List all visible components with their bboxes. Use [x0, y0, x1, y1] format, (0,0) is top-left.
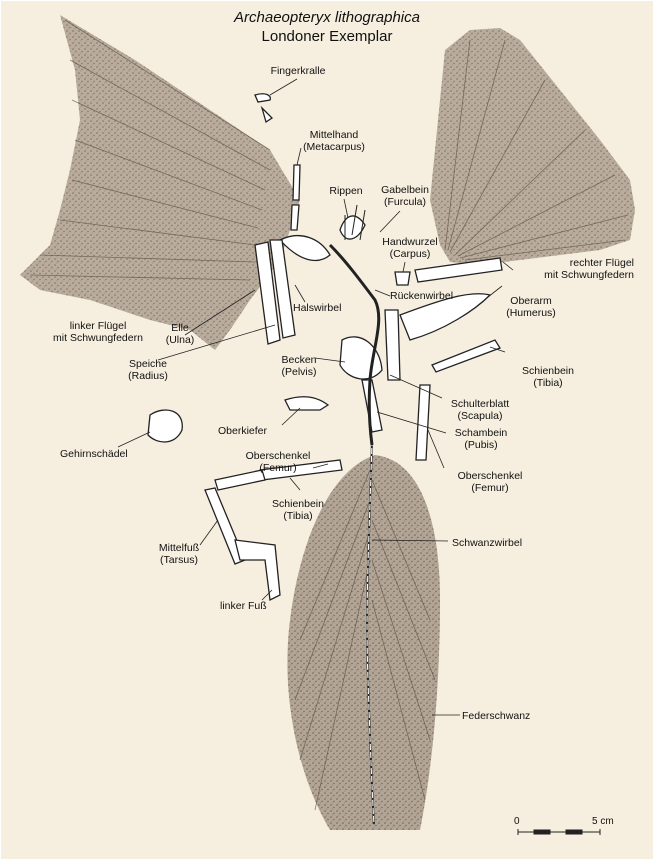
label-humerus-text: (Humerus) — [506, 307, 556, 319]
label-rechter-fluegel-text-1: rechter Flügel — [570, 257, 634, 269]
carpus-bone — [395, 272, 410, 285]
label-mittelhand-text: Mittelhand — [310, 129, 358, 141]
scale-start-label: 0 — [514, 816, 520, 827]
label-schulterblatt-text: Schulterblatt — [451, 398, 509, 410]
label-femur-rechts-text: (Femur) — [471, 482, 508, 494]
left-wing-feathers — [20, 15, 300, 350]
finger-claw-bone-2 — [262, 108, 272, 122]
label-femur-links-text: (Femur) — [259, 462, 296, 474]
label-oberschenkel-rechts-text: Oberschenkel — [458, 470, 523, 482]
label-oberschenkel-links-text: Oberschenkel — [246, 450, 311, 462]
label-schwanzwirbel: Schwanzwirbel — [452, 537, 522, 549]
finger-claw-bone — [255, 94, 270, 102]
label-federschwanz-text: Federschwanz — [462, 710, 530, 722]
label-linker-fluegel-text-1: linker Flügel — [70, 320, 127, 332]
label-tibia-links-text: (Tibia) — [283, 510, 312, 522]
figure-title: Archaeopteryx lithographica — [0, 9, 654, 26]
label-tarsus-text: (Tarsus) — [160, 554, 198, 566]
label-federschwanz: Federschwanz — [462, 710, 530, 722]
label-schienbein-links-text: Schienbein — [272, 498, 324, 510]
label-tibia-rechts-text: (Tibia) — [533, 377, 562, 389]
label-linker-fuss: linker Fuß — [220, 600, 267, 612]
label-schwanzwirbel-text: Schwanzwirbel — [452, 537, 522, 549]
tibia-right — [432, 340, 500, 372]
metacarpus-bone — [293, 165, 300, 200]
label-scapula-text: (Scapula) — [458, 410, 503, 422]
label-pubis-text: (Pubis) — [464, 439, 497, 451]
label-oberschenkel-rechts: Oberschenkel(Femur) — [450, 470, 530, 494]
femur-right — [416, 385, 430, 460]
label-gehirnschaedel-text: Gehirnschädel — [60, 448, 128, 460]
label-elle: Elle(Ulna) — [160, 322, 200, 346]
label-oberschenkel-links: Oberschenkel(Femur) — [238, 450, 318, 474]
skull-bone — [148, 410, 182, 442]
label-handwurzel-text: Handwurzel — [382, 236, 437, 248]
label-fingerkralle-text: Fingerkralle — [271, 65, 326, 77]
upper-jaw — [285, 397, 328, 410]
scapula-right — [385, 310, 400, 380]
label-mittelhand: Mittelhand(Metacarpus) — [294, 129, 374, 153]
label-handwurzel: Handwurzel(Carpus) — [380, 236, 440, 260]
label-elle-text: Elle — [171, 322, 189, 334]
label-oberarm-text: Oberarm — [510, 295, 551, 307]
label-speiche: Speiche(Radius) — [120, 358, 176, 382]
label-mittelfuss-text: Mittelfuß — [159, 542, 199, 554]
label-gabelbein: Gabelbein(Furcula) — [375, 184, 435, 208]
label-schulterblatt: Schulterblatt(Scapula) — [440, 398, 520, 422]
label-schienbein-rechts: Schienbein(Tibia) — [508, 365, 588, 389]
label-oberkiefer-text: Oberkiefer — [218, 425, 267, 437]
label-schambein: Schambein(Pubis) — [446, 427, 516, 451]
label-rechter-fluegel-text-2: mit Schwungfedern — [544, 269, 634, 281]
label-pelvis-text: (Pelvis) — [281, 366, 316, 378]
label-carpus-text: (Carpus) — [390, 248, 431, 260]
label-schienbein-links: Schienbein(Tibia) — [263, 498, 333, 522]
pubis-bone — [362, 380, 382, 432]
label-schienbein-rechts-text: Schienbein — [522, 365, 574, 377]
label-radius-text: (Radius) — [128, 370, 168, 382]
label-linker-fluegel-text-2: mit Schwungfedern — [53, 332, 143, 344]
label-rippen-text: Rippen — [329, 185, 362, 197]
scale-bar — [518, 829, 600, 835]
label-schambein-text: Schambein — [455, 427, 508, 439]
figure-subtitle: Londoner Exemplar — [0, 28, 654, 45]
label-rueckenwirbel: Rückenwirbel — [390, 290, 453, 302]
label-ulna-text: (Ulna) — [166, 334, 195, 346]
furcula-bone — [340, 216, 365, 239]
label-oberarm: Oberarm(Humerus) — [496, 295, 566, 319]
label-halswirbel: Halswirbel — [293, 302, 341, 314]
label-gabelbein-text: Gabelbein — [381, 184, 429, 196]
right-wing-feathers — [430, 28, 635, 265]
label-rueckenwirbel-text: Rückenwirbel — [390, 290, 453, 302]
label-rippen: Rippen — [326, 185, 366, 197]
label-fingerkralle: Fingerkralle — [263, 65, 333, 77]
metacarpus-bone-2 — [291, 205, 299, 230]
label-oberkiefer: Oberkiefer — [218, 425, 267, 437]
label-linker-fuss-text: linker Fuß — [220, 600, 267, 612]
label-halswirbel-text: Halswirbel — [293, 302, 341, 314]
label-furcula-text: (Furcula) — [384, 196, 426, 208]
scapula-bone — [280, 236, 330, 261]
label-becken: Becken(Pelvis) — [277, 354, 321, 378]
foot-bones — [235, 540, 280, 600]
scale-end-label: 5 cm — [592, 816, 614, 827]
label-metacarpus-text: (Metacarpus) — [303, 141, 365, 153]
label-gehirnschaedel: Gehirnschädel — [60, 448, 128, 460]
label-mittelfuss: Mittelfuß(Tarsus) — [149, 542, 209, 566]
label-speiche-text: Speiche — [129, 358, 167, 370]
label-becken-text: Becken — [281, 354, 316, 366]
